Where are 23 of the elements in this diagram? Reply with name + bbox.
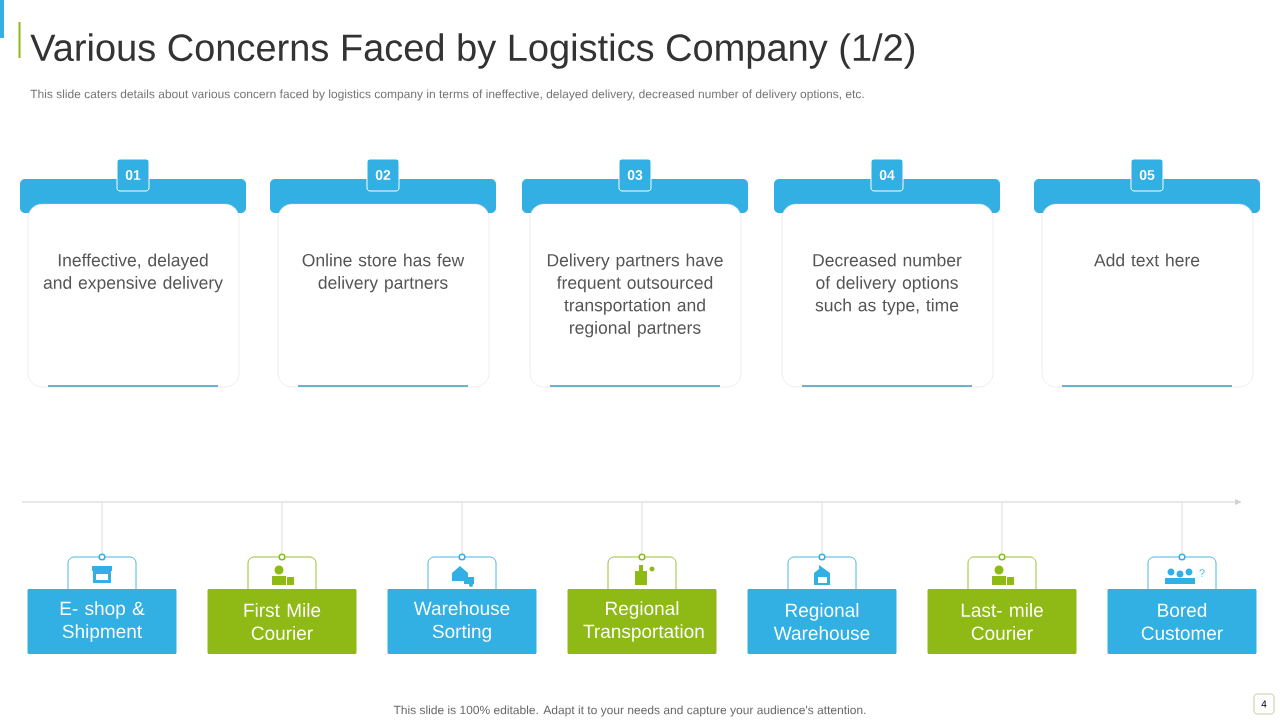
stage-box: First Mile Courier: [207, 589, 357, 654]
number-badge: 04: [870, 158, 904, 192]
card: Online store has few delivery partners: [270, 179, 496, 388]
number-badge: 01: [116, 158, 150, 192]
timeline-arrow: [21, 499, 1242, 505]
stage-box: Bored Customer: [1107, 589, 1257, 654]
stage-box: Last- mile Courier: [927, 589, 1077, 654]
number-badge: 05: [1130, 158, 1164, 192]
subtitle: This slide caters details about various concern faced by logistics company in terms of ineffective, delayed delivery, decreased number of delivery options, etc.: [30, 89, 864, 101]
slide-title: Various Concerns Faced by Logistics Company (1/2): [30, 33, 915, 69]
stage-box: E- shop & Shipment: [27, 589, 177, 654]
footer-note: This slide is 100% editable. Adapt it to your needs and capture your audience's attention.: [393, 705, 866, 717]
card: Decreased number of delivery options such as type, time: [774, 179, 1000, 388]
stage-box: Warehouse Sorting: [387, 589, 537, 654]
card: Ineffective, delayed and expensive delivery: [20, 179, 246, 388]
card: Add text here: [1034, 179, 1260, 388]
stage-box: Regional Warehouse: [747, 589, 897, 654]
page-number: 4: [1253, 693, 1275, 715]
question-mark: ?: [1199, 569, 1205, 577]
number-badge: 03: [618, 158, 652, 192]
number-badge: 02: [366, 158, 400, 192]
stage-box: Regional Transportation: [567, 589, 717, 654]
card: Delivery partners have frequent outsourced transportation and regional partners: [522, 179, 748, 388]
